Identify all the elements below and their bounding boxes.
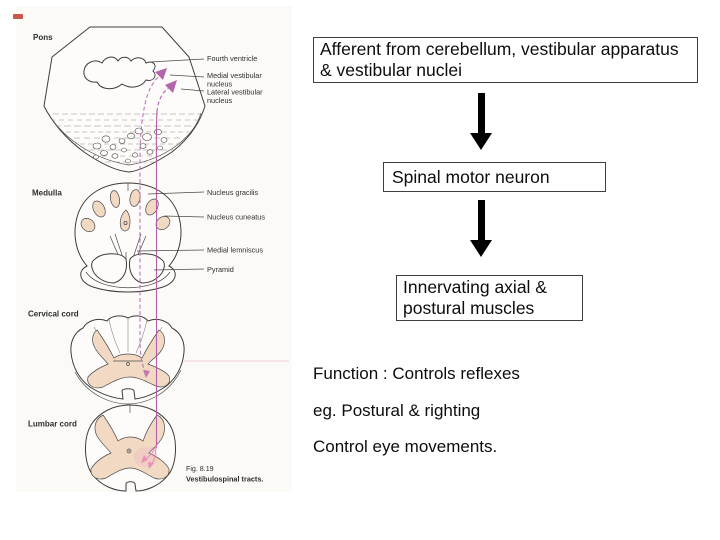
pink-terminal-wash [134,447,158,467]
label-medulla: Medulla [32,189,62,198]
flow-box-innervating-line1: Innervating axial & [403,277,547,297]
lumbar-cord-cross-section [85,404,176,492]
cervical-gray-matter [87,329,170,389]
central-canal-region [119,209,131,232]
pyramids [91,253,165,284]
medulla-cross-section [74,182,182,293]
label-nucleus-cuneatus: Nucleus cuneatus [207,213,265,222]
pons-cross-section [43,26,206,173]
figure-caption: Vestibulospinal tracts. [186,475,263,484]
label-fourth-ventricle: Fourth ventricle [207,54,257,63]
note-eye-movements: Control eye movements. [313,437,498,456]
arrow-shaft [477,200,485,241]
pons-nuclei-circles [92,127,168,164]
lateral-tract-arrowhead [165,80,177,93]
medial-vestibulospinal-tract [139,68,167,378]
down-arrow-2 [470,200,492,258]
lateral-vestibulospinal-tract [141,80,289,469]
label-medial-vestibular-nucleus: Medial vestibular [207,71,262,80]
label-nucleus-gracilis: Nucleus gracilis [207,188,258,197]
arrow-shaft [477,93,485,134]
label-lateral-vestibular-nucleus: Lateral vestibular [207,88,263,97]
label-medial-vestibular-nucleus-2: nucleus [207,80,233,89]
flow-box-spinal-label: Spinal motor neuron [392,166,550,187]
flow-box-afferent-line1: Afferent from cerebellum, vestibular app… [320,39,679,59]
flow-box-afferent-line2: & vestibular nuclei [320,60,463,80]
arrow-head [470,133,492,150]
label-cervical-cord: Cervical cord [28,310,79,319]
label-lateral-vestibular-nucleus-2: nucleus [207,96,233,105]
medial-tract-arrowhead [155,68,167,80]
flow-box-spinal-motor-neuron: Spinal motor neuron [383,162,606,192]
fourth-ventricle-shape [83,56,156,90]
pointer-lines [136,58,205,271]
flow-box-innervating-line2: postural muscles [403,298,535,318]
label-lumbar-cord: Lumbar cord [28,420,77,429]
figure-number: Fig. 8.19 [186,465,214,473]
label-medial-lemniscus: Medial lemniscus [207,246,263,255]
pink-arrowhead-2 [148,462,154,469]
note-example: eg. Postural & righting [313,401,481,420]
medial-tract-end-arrowhead [143,370,150,378]
down-arrow-1 [470,93,492,150]
flow-box-afferent-input: Afferent from cerebellum, vestibular app… [313,37,698,83]
label-pyramid: Pyramid [207,265,234,274]
cervical-cord-cross-section [70,315,185,405]
note-function: Function : Controls reflexes [313,364,520,383]
flow-box-innervating-muscles: Innervating axial & postural muscles [396,275,583,321]
red-scan-mark [13,14,23,19]
label-pons: Pons [33,33,53,42]
medulla-nuclei [80,189,171,233]
arrow-head [470,240,492,257]
pink-arrowhead-1 [141,455,148,463]
anatomy-figure: Pons Medulla Cervical cord Lumbar cord F… [13,6,292,492]
